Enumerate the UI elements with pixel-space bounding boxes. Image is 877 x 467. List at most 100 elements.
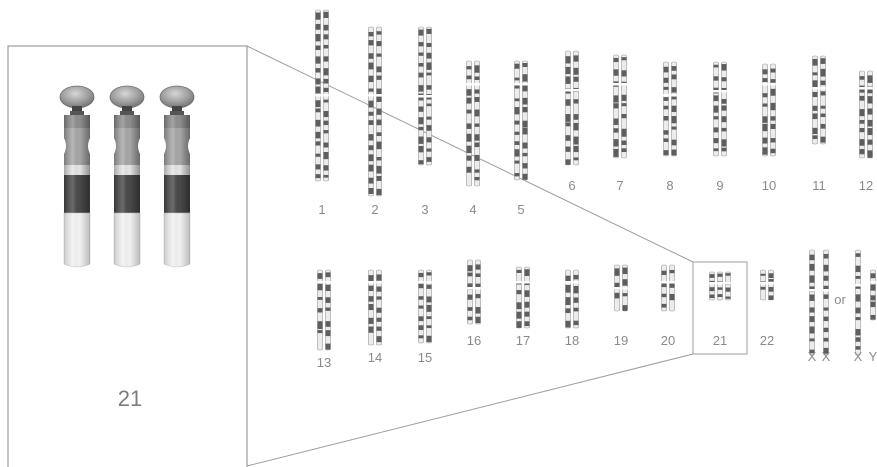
chromosome-5-copy-1-band [515,132,520,135]
chromosome-17-copy-1-band [517,290,522,294]
chromosome-21-copy-2-band [718,287,723,289]
chromosome-13-copy-1-band [318,297,323,300]
chromosome-21-copy-1-centromere [709,282,715,285]
chromosome-3-copy-2-band [427,62,432,69]
chromosome-10-copy-2 [770,64,776,156]
chromosome-1-copy-2-band [324,130,329,133]
chromosome-7-copy-1-band [614,58,619,62]
chromosome-3-copy-1-band [419,106,424,111]
chromosome-2-copy-1-band [369,53,374,59]
chromosome-4-copy-1-band [467,76,472,80]
chromosome-17-copy-1-band [517,302,522,309]
chromosome-1-copy-2-band [324,25,329,31]
chromosome-14-copy-1 [368,270,374,345]
chromosome-3-copy-2-band [427,29,432,34]
zoom-chromosome-21-copy-1-light-band-shade [64,165,90,175]
chromosome-2-copy-2-band [377,157,382,160]
chromosome-9-copy-1-band [714,65,719,68]
chromosome-19-copy-2-band [623,268,628,274]
chromosome-label-21: 21 [713,333,727,348]
zoom-chromosome-21-copy-1 [60,86,94,267]
chromosome-10-copy-2-band [771,89,776,96]
sex-chromosome-x-1-band [810,338,815,341]
chromosome-1-copy-2 [323,10,329,181]
chromosome-8-copy-2-band [672,87,677,92]
chromosome-3-copy-1-band [419,85,424,91]
zoom-chromosome-21-copy-1-terminal-shade [64,213,90,267]
chromosome-5-copy-1-band [515,161,520,164]
zoom-chromosome-21-copy-2-centromere-shade [114,128,140,165]
zoom-chromosome-21-copy-2-light-band-shade [114,165,140,175]
chromosome-8-copy-1-band [664,150,669,155]
chromosome-18-copy-2-band [574,321,579,325]
chromosome-4-copy-1-band [467,156,472,161]
chromosome-5-copy-1-band [515,121,520,125]
chromosome-20-copy-1 [661,265,667,311]
chromosome-2-copy-2-band [377,142,382,150]
sex-chromosome-x-3-band [856,276,861,279]
chromosome-8-copy-1-band [664,87,669,90]
chromosome-1-copy-1-band [316,56,321,63]
chromosome-9-copy-1-band [714,95,719,101]
chromosome-14-copy-2-band [377,318,382,322]
chromosome-11-copy-1-band [813,106,818,111]
chromosome-10-copy-1-band [763,103,768,106]
chromosome-label-19: 19 [614,333,628,348]
chromosome-label-4: 4 [469,202,476,217]
chromosome-8-copy-2-band [672,140,677,146]
chromosome-label-20: 20 [661,333,675,348]
chromosome-3-copy-1-band [419,146,424,152]
sex-chromosome-x-3-band [856,337,861,342]
chromosome-10-copy-1-band [763,78,768,82]
chromosome-17-copy-2-centromere [524,281,530,284]
chromosome-22-copy-2-centromere [768,282,774,285]
chromosome-2-copy-1-band [369,88,374,91]
chromosome-21-copy-3-body [726,272,731,300]
chromosome-1-copy-1-band [316,141,321,145]
chromosome-1-copy-2-band [324,111,329,117]
chromosome-9-copy-2-band [722,139,727,146]
chromosome-17-copy-1-band [517,270,522,273]
chromosome-22-copy-2-band [769,287,774,292]
chromosome-label-2: 2 [371,202,378,217]
chromosome-4-copy-1-band [467,167,472,173]
chromosome-9-copy-2-band [722,128,727,132]
chromosome-15-copy-2-band [427,305,432,312]
chromosome-label-3: 3 [421,202,428,217]
chromosome-14-copy-1-band [369,327,374,333]
chromosome-14-copy-2-band [377,308,382,313]
chromosome-4-copy-1-band [467,66,472,69]
chromosome-2-copy-2-band [377,31,382,34]
chromosome-18-copy-2-band [574,308,579,312]
chromosome-1-copy-2-band [324,34,329,39]
chromosome-4-copy-2-band [475,89,480,93]
sex-chromosome-label-x3: X [854,349,863,364]
chromosome-6-copy-1 [565,51,571,165]
chromosome-18-copy-1-band [566,285,571,293]
zoom-chromosome-21-copy-3-short-arm-shade [164,115,190,128]
chromosome-12-copy-2-band [868,140,873,145]
chromosome-16-copy-2-band [476,273,481,277]
chromosome-15-copy-1-band [419,325,424,330]
chromosome-11-copy-1-band [813,59,818,66]
chromosome-2-copy-1-band [369,40,374,45]
chromosome-1-copy-2-band [324,121,329,125]
sex-chromosome-x-3-band [856,329,861,335]
chromosome-4-copy-2-band [475,134,480,140]
chromosome-11-copy-2-band [821,58,826,64]
chromosome-3-copy-2-band [427,104,432,107]
sex-chromosome-x-2-band [824,254,829,259]
chromosome-13-copy-1-band [318,284,323,291]
chromosome-9-copy-2-band [722,116,727,122]
chromosome-17-copy-1-centromere [516,281,522,284]
chromosome-10-copy-2-band [771,103,776,110]
chromosome-21-copy-1-band [710,294,715,298]
sex-chromosome-x-3-band [856,253,861,257]
chromosome-16-copy-1-band [468,307,473,311]
chromosome-8-copy-1-band [664,138,669,142]
chromosome-11-copy-2 [820,56,826,144]
chromosome-12-copy-1-band [860,120,865,124]
chromosome-22-copy-2 [768,270,774,300]
chromosome-4-copy-1-band [467,123,472,129]
